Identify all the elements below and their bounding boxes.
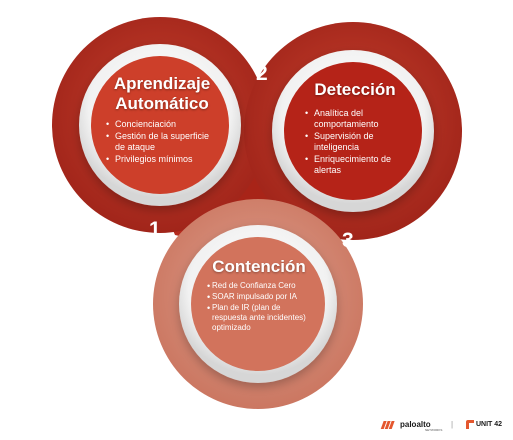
list-item: •Concienciación: [106, 119, 177, 129]
paloalto-brand-text: paloalto: [400, 420, 431, 429]
bullet-icon: •: [305, 108, 309, 118]
bullet-icon: •: [207, 303, 211, 313]
bullet-icon: •: [106, 154, 110, 164]
circle-contencion-title: Contención: [212, 257, 306, 276]
circle-aprendizaje-title: Aprendizaje Automático: [105, 74, 219, 114]
title-line2: Automático: [115, 94, 209, 113]
step-number-1: 1: [149, 218, 161, 241]
list-item: •Enriquecimiento de alertas: [305, 154, 392, 175]
circle-aprendizaje-content: Aprendizaje Automático •Concienciación •…: [105, 74, 219, 166]
footer-logos: paloalto NETWORKS | UNIT 42: [370, 420, 510, 434]
circle-deteccion-list: •Analítica del comportamiento •Supervisi…: [304, 108, 406, 176]
bullet-icon: •: [106, 119, 110, 129]
list-item: •Supervisión de inteligencia: [305, 131, 374, 152]
inner-disk-aprendizaje: [91, 56, 229, 194]
list-item: •Plan de IR (plan de respuesta ante inci…: [207, 303, 306, 332]
bullet-icon: •: [106, 131, 110, 141]
list-item: •Red de Confianza Cero: [207, 281, 296, 291]
step-number-2: 2: [256, 62, 268, 85]
step-number-3: 3: [342, 229, 354, 252]
unit42-brand-text: UNIT 42: [476, 421, 503, 428]
list-item: •Analítica del comportamiento: [305, 108, 379, 129]
bullet-icon: •: [207, 281, 211, 291]
list-item: •SOAR impulsado por IA: [207, 292, 297, 302]
paloalto-logo-icon: [380, 421, 395, 429]
paloalto-brand-subtext: NETWORKS: [425, 428, 443, 432]
footer-separator: |: [451, 420, 454, 429]
circle-aprendizaje-list: •Concienciación •Gestión de la superfici…: [105, 119, 219, 165]
unit42-logo-icon: [466, 420, 474, 429]
title-line1: Aprendizaje: [113, 74, 211, 93]
bullet-icon: •: [305, 131, 309, 141]
inner-disk-contencion: [191, 237, 325, 371]
circle-deteccion-title: Detección: [314, 80, 396, 99]
bullet-icon: •: [207, 292, 211, 302]
bullet-icon: •: [305, 154, 309, 164]
list-item: •Privilegios mínimos: [106, 154, 193, 164]
circle-contencion-content: Contención •Red de Confianza Cero •SOAR …: [207, 257, 311, 334]
circle-deteccion-content: Detección •Analítica del comportamiento …: [304, 80, 406, 177]
circle-contencion-list: •Red de Confianza Cero •SOAR impulsado p…: [207, 281, 311, 333]
inner-disk-deteccion: [284, 62, 422, 200]
list-item: •Gestión de la superficie de ataque: [106, 131, 210, 152]
